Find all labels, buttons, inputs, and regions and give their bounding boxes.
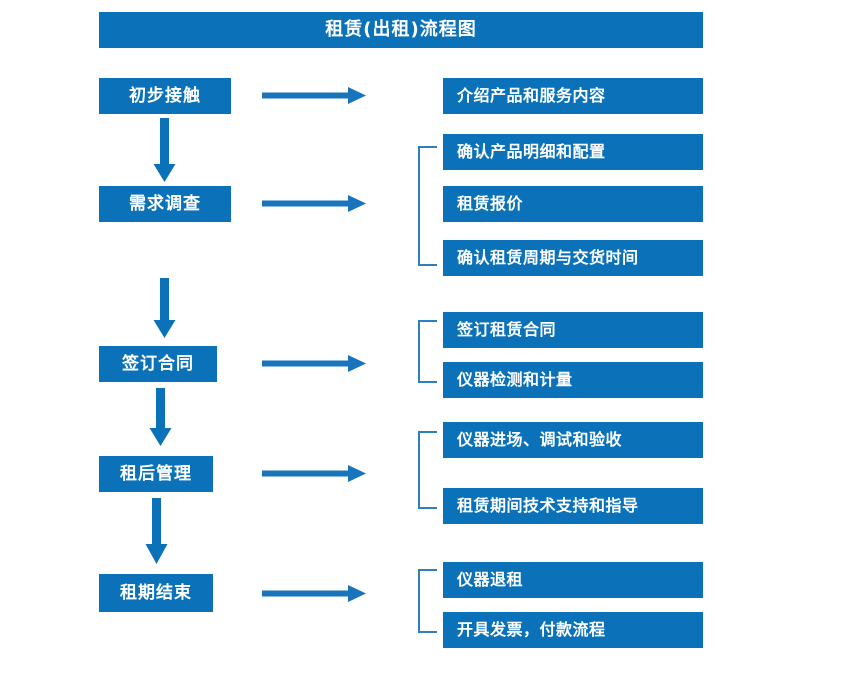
detail-box-5-2[interactable]: 开具发票，付款流程: [443, 612, 703, 648]
stage-box-1[interactable]: 初步接触: [99, 78, 231, 114]
detail-box-2-1[interactable]: 确认产品明细和配置: [443, 134, 703, 170]
group-bracket-3: [418, 320, 437, 383]
detail-label-5-1: 仪器退租: [457, 570, 524, 589]
detail-box-3-1[interactable]: 签订租赁合同: [443, 312, 703, 348]
down-arrow-3: [149, 388, 172, 446]
group-bracket-5: [418, 569, 437, 633]
detail-label-1-1: 介绍产品和服务内容: [457, 86, 606, 105]
detail-label-2-3: 确认租赁周期与交货时间: [457, 248, 639, 267]
stage-box-3[interactable]: 签订合同: [99, 346, 217, 382]
stage-label-3: 签订合同: [122, 353, 194, 374]
diagram-title: 租赁(出租)流程图: [325, 19, 477, 40]
detail-label-5-2: 开具发票，付款流程: [457, 620, 606, 639]
detail-box-2-3[interactable]: 确认租赁周期与交货时间: [443, 240, 703, 276]
detail-box-5-1[interactable]: 仪器退租: [443, 562, 703, 598]
detail-label-3-1: 签订租赁合同: [457, 320, 557, 339]
detail-label-4-2: 租赁期间技术支持和指导: [457, 496, 639, 515]
detail-label-2-1: 确认产品明细和配置: [457, 142, 606, 161]
right-arrow-5: [262, 585, 366, 602]
right-arrow-3: [262, 355, 366, 372]
detail-box-3-2[interactable]: 仪器检测和计量: [443, 362, 703, 398]
diagram-title-banner: 租赁(出租)流程图: [99, 12, 703, 48]
stage-label-2: 需求调查: [129, 193, 201, 214]
stage-label-4: 租后管理: [120, 463, 192, 484]
right-arrow-1: [262, 87, 366, 104]
right-arrow-2: [262, 195, 366, 212]
group-bracket-4: [418, 431, 437, 509]
down-arrow-2: [153, 278, 176, 338]
down-arrow-4: [145, 498, 168, 564]
detail-box-4-2[interactable]: 租赁期间技术支持和指导: [443, 488, 703, 524]
detail-label-4-1: 仪器进场、调试和验收: [457, 430, 623, 449]
stage-box-4[interactable]: 租后管理: [99, 456, 213, 492]
down-arrow-1: [153, 118, 176, 182]
detail-label-3-2: 仪器检测和计量: [457, 370, 573, 389]
group-bracket-2: [418, 146, 437, 266]
stage-box-5[interactable]: 租期结束: [99, 574, 213, 612]
detail-box-4-1[interactable]: 仪器进场、调试和验收: [443, 422, 703, 458]
stage-label-1: 初步接触: [129, 85, 201, 106]
detail-box-2-2[interactable]: 租赁报价: [443, 186, 703, 222]
detail-label-2-2: 租赁报价: [457, 194, 524, 213]
stage-box-2[interactable]: 需求调查: [99, 186, 231, 222]
detail-box-1-1[interactable]: 介绍产品和服务内容: [443, 78, 703, 114]
stage-label-5: 租期结束: [120, 582, 192, 603]
right-arrow-4: [262, 465, 366, 482]
